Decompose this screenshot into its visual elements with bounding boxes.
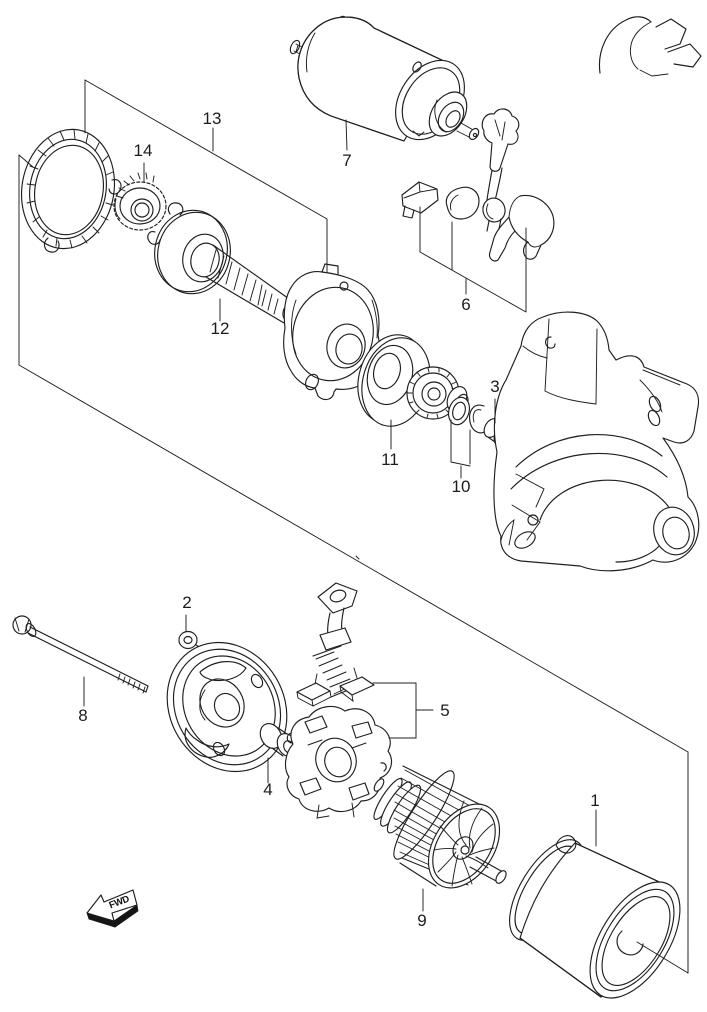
callout-11-label: 11 xyxy=(381,450,399,469)
washer-set xyxy=(447,396,488,434)
tick-mark xyxy=(355,555,360,560)
callout-14: 14 xyxy=(134,141,153,183)
callout-8: 8 xyxy=(78,676,88,725)
callout-1-label: 1 xyxy=(590,791,599,810)
partial-part-top-right xyxy=(598,16,702,77)
callout-10: 10 xyxy=(450,419,471,496)
callout-7: 7 xyxy=(342,119,352,170)
callout-12-label: 12 xyxy=(211,319,230,338)
callout-4: 4 xyxy=(263,757,273,799)
magnetic-switch xyxy=(289,15,480,142)
terminal-assembly xyxy=(296,582,375,707)
callout-5-label: 5 xyxy=(440,701,449,720)
callout-11: 11 xyxy=(381,419,399,469)
gear-housing xyxy=(493,311,700,572)
yoke-cylinder xyxy=(509,835,681,999)
callout-1: 1 xyxy=(590,791,600,847)
intermediate-bracket xyxy=(283,263,380,401)
callout-9: 9 xyxy=(417,888,427,930)
callout-2: 2 xyxy=(182,593,192,633)
callout-13: 13 xyxy=(203,109,222,152)
pinion-clutch xyxy=(357,334,469,427)
armature xyxy=(373,765,507,889)
idle-gear xyxy=(113,172,167,231)
ring-gear xyxy=(20,128,122,253)
group-frame-lower-bottom-edge xyxy=(636,941,689,974)
callout-2-label: 2 xyxy=(182,593,191,612)
callout-5: 5 xyxy=(372,682,450,739)
callout-13-label: 13 xyxy=(203,109,222,128)
callout-6-label: 6 xyxy=(461,295,470,314)
drive-shaft xyxy=(147,202,302,324)
callout-4-label: 4 xyxy=(263,780,272,799)
plunger-and-fork xyxy=(481,108,555,262)
through-bolt xyxy=(12,615,149,694)
callout-8-label: 8 xyxy=(78,706,87,725)
callout-7-label: 7 xyxy=(342,151,351,170)
callout-10-label: 10 xyxy=(452,477,471,496)
callout-9-label: 9 xyxy=(417,911,426,930)
callout-6: 6 xyxy=(419,206,527,314)
callout-3-label: 3 xyxy=(490,377,499,396)
holder-set-parts xyxy=(401,181,480,220)
end-cap xyxy=(166,641,288,773)
group-frame-upper xyxy=(84,79,328,273)
group-frame-lower xyxy=(18,154,689,974)
fwd-direction-marker: FWD xyxy=(86,889,139,928)
callout-3: 3 xyxy=(490,377,500,424)
callout-14-label: 14 xyxy=(134,141,153,160)
brush-holder xyxy=(284,705,393,819)
callout-12: 12 xyxy=(211,298,230,338)
callouts: 1 2 3 4 5 6 7 8 xyxy=(78,109,599,930)
